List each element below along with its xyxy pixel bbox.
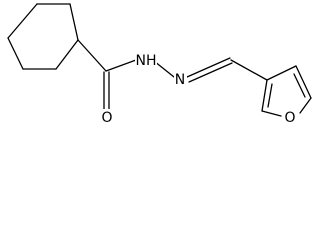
- furan-bond-c2-c3: [261, 79, 268, 112]
- hydrazide-nh-label: NH: [136, 53, 157, 69]
- furan-bond-c5-o-inner: [299, 97, 312, 114]
- imine-double-bond-b: [188, 62, 233, 83]
- carbonyl-o-label: O: [101, 110, 112, 126]
- imine-n-label: N: [175, 72, 185, 88]
- chemical-structure-diagram: NH N O O: [7, 3, 312, 126]
- ch-to-furan-bond: [230, 59, 268, 81]
- ring-bond-6: [7, 3, 38, 39]
- atom-labels: NH N O O: [100, 52, 297, 126]
- imine-linker: [186, 57, 268, 83]
- carbonyl-o-label-bg: [100, 109, 114, 126]
- cyclohexane-ring: [7, 3, 79, 70]
- furan-bond-c4-c5: [295, 65, 312, 99]
- carbonyl-to-nh-bond: [105, 59, 137, 72]
- ring-bond-2: [69, 3, 79, 41]
- amide-chain: [77, 39, 175, 111]
- ring-bond-3: [55, 39, 79, 70]
- ring-bond-5: [7, 37, 24, 70]
- furan-o-label: O: [284, 110, 295, 126]
- nh-to-n-bond: [153, 60, 175, 78]
- furan-double-bond-c2-c3: [267, 83, 273, 108]
- furan-o-label-bg: [283, 109, 297, 126]
- furan-bond-c3-c4: [266, 65, 297, 81]
- furan-double-bond-c4-c5: [293, 73, 306, 98]
- furan-bond-o-c2: [261, 110, 282, 117]
- imine-n-label-bg: [174, 71, 187, 88]
- molecule-canvas: NH N O O: [7, 3, 312, 126]
- furan-ring: [261, 65, 312, 117]
- ring-to-carbonyl-bond: [77, 39, 107, 72]
- nh-label-bg: [135, 52, 157, 69]
- imine-double-bond-a: [186, 57, 231, 78]
